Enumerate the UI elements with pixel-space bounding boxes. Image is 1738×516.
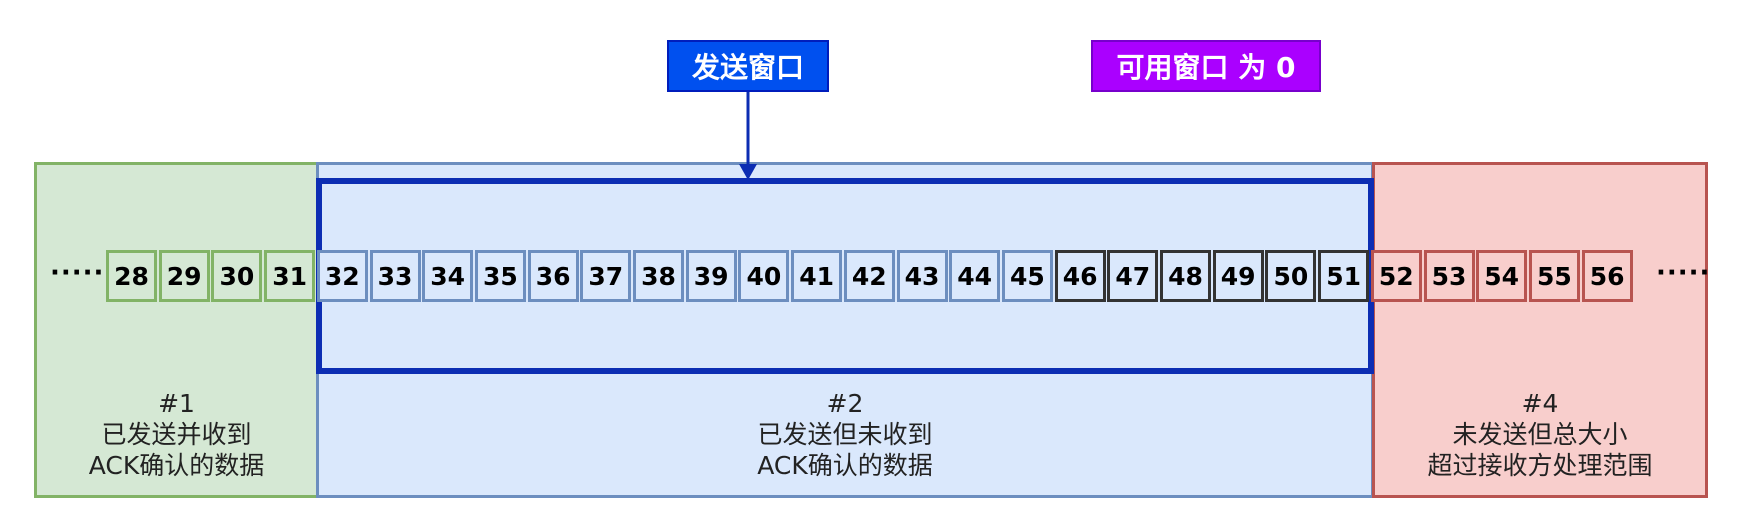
left-ellipsis: ····· (50, 258, 105, 288)
available-window-badge: 可用窗口 为 0 (1091, 40, 1321, 92)
seq-cell-44: 44 (949, 250, 1001, 302)
seq-cell-39: 39 (685, 250, 737, 302)
region-sent-unacked (316, 162, 1374, 498)
seq-cell-51: 51 (1318, 250, 1370, 302)
seq-cell-52: 52 (1370, 250, 1422, 302)
region-desc-line2: ACK确认的数据 (88, 451, 265, 480)
seq-cell-31: 31 (264, 250, 316, 302)
seq-cell-43: 43 (896, 250, 948, 302)
region-label-1: #1 已发送并收到 ACK确认的数据 (34, 388, 319, 481)
seq-cell-55: 55 (1528, 250, 1580, 302)
seq-cell-40: 40 (738, 250, 790, 302)
seq-cell-38: 38 (633, 250, 684, 302)
region-id: #2 (826, 389, 864, 418)
seq-cell-34: 34 (422, 250, 474, 302)
seq-cell-29: 29 (158, 250, 210, 302)
seq-cell-56: 56 (1581, 250, 1633, 302)
seq-cell-47: 47 (1107, 250, 1159, 302)
seq-cell-45: 45 (1001, 250, 1053, 302)
seq-cell-50: 50 (1265, 250, 1317, 302)
region-id: #1 (158, 389, 195, 418)
region-label-4: #4 未发送但总大小 超过接收方处理范围 (1372, 388, 1708, 481)
seq-cell-36: 36 (527, 250, 579, 302)
seq-cell-32: 32 (316, 250, 368, 302)
region-desc-line2: ACK确认的数据 (757, 451, 933, 480)
seq-cell-42: 42 (843, 250, 895, 302)
seq-cell-41: 41 (791, 250, 843, 302)
region-desc-line1: 未发送但总大小 (1452, 420, 1628, 449)
region-acked (34, 162, 319, 498)
seq-cell-35: 35 (474, 250, 526, 302)
seq-cell-46: 46 (1054, 250, 1106, 302)
region-desc-line1: 已发送并收到 (101, 420, 252, 449)
seq-cell-30: 30 (211, 250, 263, 302)
seq-cell-37: 37 (580, 250, 632, 302)
seq-cell-53: 53 (1423, 250, 1475, 302)
seq-cell-54: 54 (1476, 250, 1528, 302)
region-not-sendable (1372, 162, 1708, 498)
region-desc-line2: 超过接收方处理范围 (1427, 451, 1653, 480)
seq-cell-48: 48 (1160, 250, 1211, 302)
region-label-2: #2 已发送但未收到 ACK确认的数据 (316, 388, 1374, 481)
seq-cell-28: 28 (106, 250, 157, 302)
right-ellipsis: ····· (1656, 258, 1711, 288)
seq-cell-33: 33 (369, 250, 421, 302)
send-window-badge: 发送窗口 (667, 40, 829, 92)
region-id: #4 (1521, 389, 1559, 418)
seq-cell-49: 49 (1212, 250, 1264, 302)
region-desc-line1: 已发送但未收到 (757, 420, 933, 449)
